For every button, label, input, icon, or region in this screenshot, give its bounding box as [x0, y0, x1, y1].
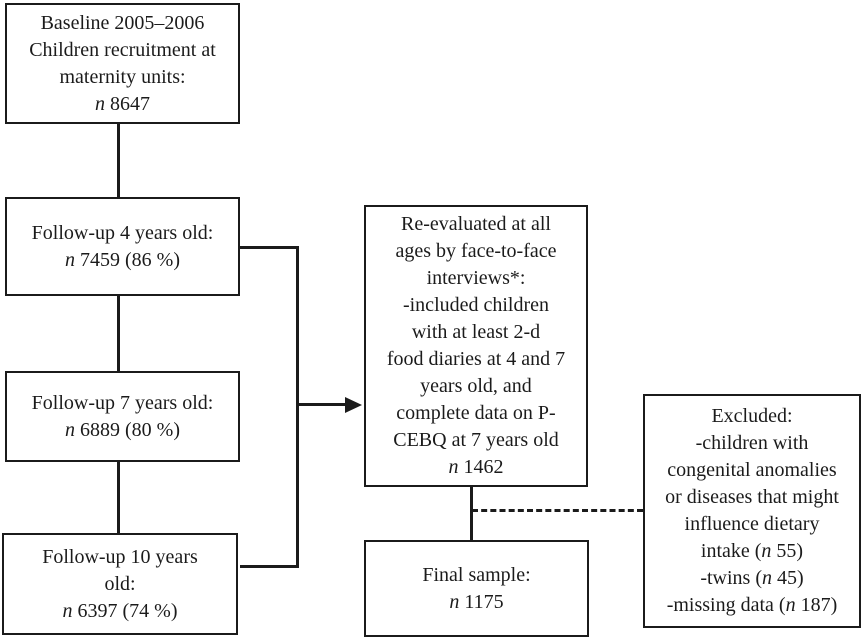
bracket-bottom-segment — [240, 565, 299, 568]
text-prefix: -twins ( — [700, 567, 762, 589]
box-baseline-line: maternity units: — [59, 65, 186, 88]
box-reevaluated-line: with at least 2-d — [411, 321, 541, 343]
connector-followup7-to-followup10 — [117, 462, 120, 533]
box-reevaluated-line: Re-evaluated at all — [401, 213, 551, 235]
box-excluded-twins-count: -twins (n 45) — [700, 565, 803, 592]
n-value: 8647 — [105, 92, 150, 115]
n-symbol: n — [762, 567, 772, 589]
box-final-sample-n-count: n 1175 — [449, 589, 503, 616]
box-final-sample-line: Final sample: — [422, 563, 531, 586]
box-followup-4y-line: Follow-up 4 years old: — [31, 221, 214, 244]
dashed-connector-to-excluded — [472, 509, 643, 512]
box-reevaluated: Re-evaluated at all ages by face-to-face… — [364, 205, 588, 487]
box-baseline-line: Baseline 2005–2006 — [40, 11, 205, 34]
box-excluded-title: Excluded: — [711, 405, 793, 427]
n-value: 1175 — [459, 590, 504, 613]
n-value: 1462 — [458, 456, 504, 478]
box-followup-7y: Follow-up 7 years old: n 6889 (80 %) — [5, 371, 240, 462]
box-followup-10y: Follow-up 10 years old: n 6397 (74 %) — [2, 533, 238, 635]
text-prefix: intake ( — [700, 540, 762, 562]
box-reevaluated-line: interviews*: — [426, 267, 526, 289]
arrow-shaft — [296, 403, 348, 406]
box-reevaluated-line: food diaries at 4 and 7 — [386, 348, 566, 370]
connector-reevaluated-to-final — [470, 487, 473, 540]
n-symbol: n — [65, 248, 75, 271]
connector-followup4-to-followup7 — [117, 296, 120, 371]
box-reevaluated-line: complete data on P- — [396, 402, 556, 424]
bracket-top-segment — [240, 246, 299, 249]
n-symbol: n — [449, 590, 460, 613]
n-value: 6397 (74 %) — [72, 599, 178, 622]
n-value: 7459 (86 %) — [75, 248, 180, 271]
box-followup-4y-n-count: n 7459 (86 %) — [65, 247, 180, 274]
box-followup-10y-line: Follow-up 10 years — [42, 545, 198, 568]
box-followup-7y-line: Follow-up 7 years old: — [31, 391, 214, 414]
box-baseline-line: Children recruitment at — [29, 38, 216, 61]
n-symbol: n — [785, 594, 796, 616]
n-value: 187) — [795, 594, 838, 616]
box-reevaluated-line: -included children — [402, 294, 550, 316]
box-reevaluated-line: CEBQ at 7 years old — [393, 429, 559, 451]
box-followup-10y-line: old: — [104, 572, 136, 595]
box-final-sample: Final sample: n 1175 — [364, 540, 589, 637]
bracket-vertical-segment — [296, 246, 299, 568]
box-baseline-n-count: n 8647 — [95, 91, 150, 118]
box-excluded: Excluded: -children with congenital anom… — [643, 394, 861, 628]
box-followup-4y: Follow-up 4 years old: n 7459 (86 %) — [5, 197, 240, 296]
n-value: 55) — [771, 540, 804, 562]
box-reevaluated-n-count: n 1462 — [449, 454, 504, 481]
box-reevaluated-line: ages by face-to-face — [395, 240, 557, 262]
box-excluded-line: or diseases that might — [665, 486, 839, 508]
box-reevaluated-line: years old, and — [420, 375, 532, 397]
n-symbol: n — [62, 599, 73, 622]
box-baseline: Baseline 2005–2006 Children recruitment … — [5, 3, 240, 124]
box-excluded-line: -children with — [695, 432, 809, 454]
text-prefix: -missing data ( — [666, 594, 786, 616]
box-excluded-missing-count: -missing data (n 187) — [667, 592, 838, 619]
box-followup-10y-n-count: n 6397 (74 %) — [63, 598, 178, 625]
box-excluded-line: congenital anomalies — [667, 459, 837, 481]
box-excluded-line: influence dietary — [684, 513, 820, 535]
n-symbol: n — [65, 418, 75, 441]
arrowhead-right-icon — [345, 397, 362, 413]
box-excluded-intake-count: intake (n 55) — [701, 538, 803, 565]
n-symbol: n — [95, 92, 105, 115]
connector-baseline-to-followup4 — [117, 124, 120, 197]
box-followup-7y-n-count: n 6889 (80 %) — [65, 417, 180, 444]
n-value: 45) — [772, 567, 804, 589]
n-symbol: n — [761, 540, 772, 562]
n-value: 6889 (80 %) — [75, 418, 180, 441]
n-symbol: n — [448, 456, 459, 478]
